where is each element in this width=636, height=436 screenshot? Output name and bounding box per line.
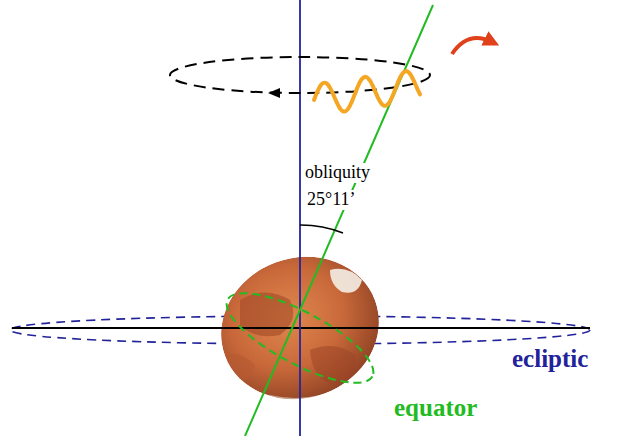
precession-arrowhead: [268, 88, 280, 98]
rotation-arrow: [452, 38, 492, 54]
ecliptic-line: [12, 327, 590, 329]
angle-value: 25°11’: [305, 190, 358, 210]
precession-ellipse: [170, 57, 430, 93]
polar-cap: [330, 269, 362, 293]
surface-patch: [240, 293, 293, 337]
plane-label: equator: [392, 394, 479, 422]
plane-label: ecliptic: [510, 345, 590, 373]
surface-patch: [225, 354, 255, 381]
angle-arc: [300, 225, 343, 233]
ecliptic-normal: [299, 0, 301, 436]
angle-name: obliquity: [303, 163, 372, 183]
nutation-wave: [314, 71, 420, 111]
rotation-axis: [245, 5, 433, 436]
